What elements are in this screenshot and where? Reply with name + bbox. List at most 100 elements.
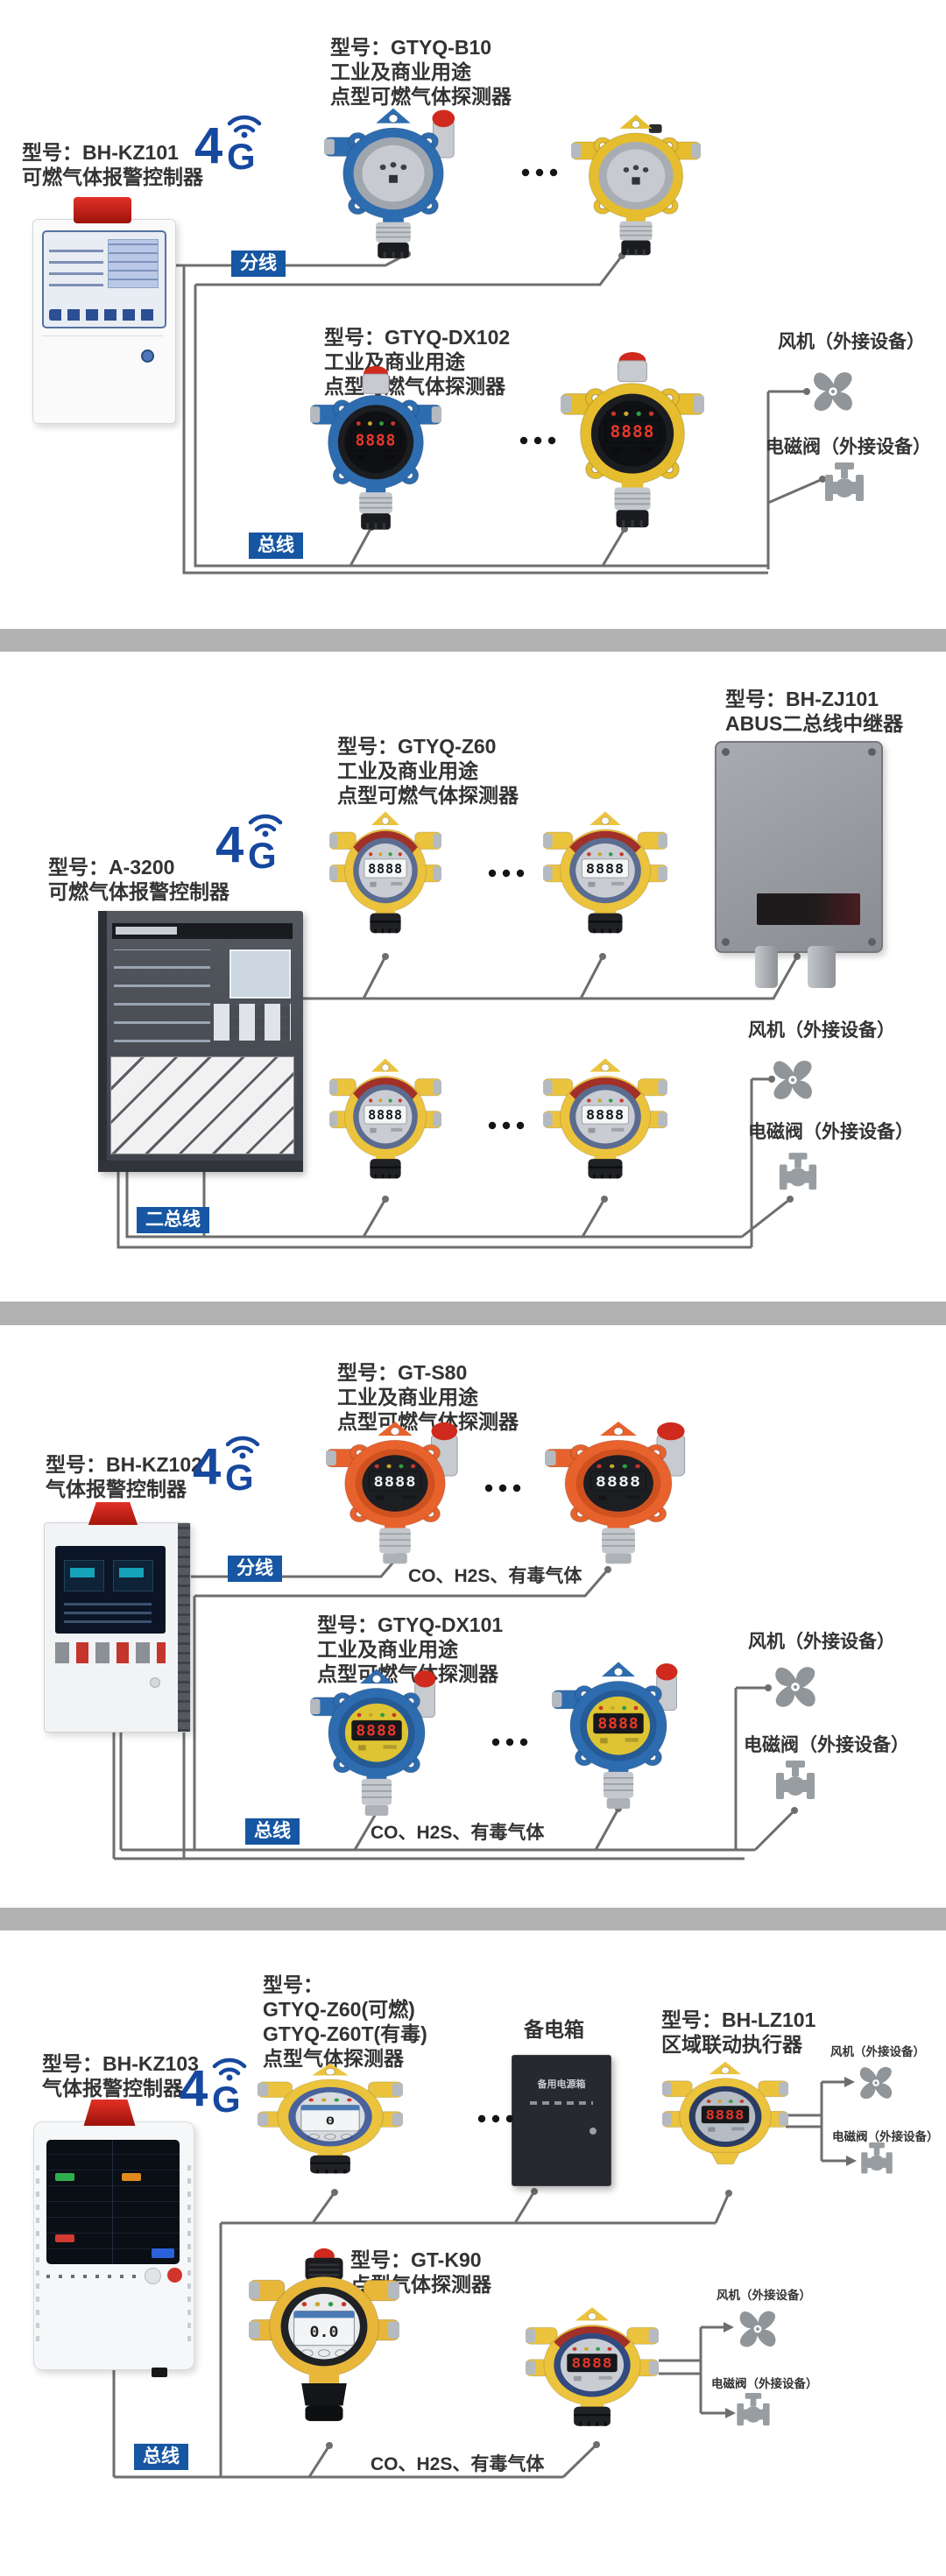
- status-rows: [64, 1600, 152, 1623]
- gauge-readout: [70, 1568, 95, 1577]
- side-strip: [98, 911, 107, 1172]
- backup-power-box: 备用电源箱: [512, 2055, 611, 2186]
- fan-icon: [859, 2066, 893, 2100]
- fan-label-4b: 风机（外接设备）: [717, 2289, 811, 2302]
- touch-screen: [55, 1546, 166, 1634]
- detector-gt-k90: 0.0: [248, 2244, 400, 2426]
- lcd-screen: [108, 239, 159, 288]
- svg-text:8888: 8888: [373, 1474, 416, 1490]
- controller-title-bh-kz102: 型号：BH-KZ102 气体报警控制器: [46, 1453, 202, 1500]
- mute-button: [145, 2268, 161, 2284]
- louver-side: [178, 1523, 190, 1732]
- header-bar: [112, 923, 293, 939]
- svg-text:8888: 8888: [571, 2356, 612, 2371]
- gas-type-note-4: CO、H2S、有毒气体: [371, 2454, 545, 2474]
- detector-gtyq-z60-3: 8888: [328, 1049, 442, 1198]
- g4-icon-3: 4 G: [193, 1436, 272, 1498]
- ellipsis-dots: [484, 1484, 521, 1493]
- door-seam: [42, 335, 163, 336]
- solenoid-valve-icon: [776, 1761, 815, 1799]
- button-row: [55, 1642, 166, 1663]
- svg-text:8888: 8888: [706, 2107, 745, 2122]
- solenoid-valve-icon: [779, 1153, 817, 1190]
- svg-text:8888: 8888: [597, 1716, 639, 1733]
- screw: [868, 938, 876, 946]
- section-divider-1: [0, 629, 946, 652]
- ellipsis-dots: [488, 1121, 525, 1130]
- g4-icon-4: 4 G: [180, 2057, 258, 2120]
- section-divider-3: [0, 1908, 946, 1930]
- svg-text:8888: 8888: [356, 433, 397, 450]
- fan-icon: [814, 372, 852, 411]
- g4-waves-icon: [227, 115, 262, 138]
- svg-text:0.0: 0.0: [309, 2325, 338, 2341]
- vent-dots-right: [187, 2157, 191, 2341]
- repeater-bh-zj101: [715, 741, 883, 953]
- model-title-gtyq-dx101: 型号：GTYQ-DX101 工业及商业用途 点型可燃气体探测器: [317, 1613, 504, 1685]
- cable-gland: [808, 946, 836, 988]
- controller-bh-kz101: [32, 197, 176, 424]
- controller-bh-kz102: [44, 1502, 191, 1733]
- g4-icon-2: 4 G: [215, 814, 294, 876]
- button-grid: [214, 1004, 291, 1041]
- svg-text:8888: 8888: [368, 861, 403, 877]
- ellipsis-dots: [477, 2114, 514, 2123]
- screw: [722, 748, 730, 756]
- gas-type-note-3b: CO、H2S、有毒气体: [371, 1823, 545, 1843]
- detector-gtyq-z60t: 8888: [525, 2298, 660, 2445]
- gauge-readout: [119, 1568, 144, 1577]
- gauge-2: [113, 1560, 153, 1591]
- striped-door: [110, 1056, 294, 1154]
- fan-icon: [775, 1667, 815, 1707]
- controller-title-bh-kz103: 型号：BH-KZ103 气体报警控制器: [42, 2052, 199, 2100]
- brand-chip: [116, 927, 177, 935]
- button-row: [49, 309, 159, 321]
- bus-label-branch-1: 分线: [231, 251, 286, 277]
- bus-label-bus-1: 总线: [249, 533, 303, 559]
- cable-gland: [755, 946, 778, 988]
- g4-icon-1: 4 G: [194, 115, 273, 177]
- ellipsis-dots: [488, 869, 525, 878]
- detector-gtyq-dx101-2: 8888: [551, 1652, 685, 1815]
- fan-label-3: 风机（外接设备）: [748, 1632, 895, 1652]
- keyhole: [589, 2128, 597, 2135]
- valve-label-4a: 电磁阀（外接设备）: [832, 2130, 939, 2143]
- detector-gtyq-z60-2: 8888: [542, 802, 668, 953]
- detector-gtyq-z60-lcd: 0: [257, 2055, 404, 2191]
- model-title-gtyq-dx102: 型号：GTYQ-DX102 工业及商业用途 点型可燃气体探测器: [324, 326, 511, 398]
- fan-icon: [773, 1061, 812, 1099]
- controller-face: [42, 230, 166, 328]
- detector-gt-s80-2: 8888: [544, 1412, 692, 1570]
- backup-box-title: 备电箱: [524, 2018, 584, 2041]
- solenoid-valve-icon: [825, 462, 864, 501]
- detector-gtyq-b10-2: [570, 105, 702, 261]
- detector-gtyq-b10-1: [323, 98, 462, 265]
- g4-waves-icon: [212, 2057, 247, 2081]
- base-bar: [98, 1161, 303, 1172]
- model-title-gtyq-z60: 型号：GTYQ-Z60 工业及商业用途 点型可燃气体探测器: [337, 735, 519, 807]
- keyhole: [141, 349, 154, 363]
- solenoid-valve-icon: [861, 2142, 893, 2174]
- model-title-gt-s80: 型号：GT-S80 工业及商业用途 点型可燃气体探测器: [337, 1361, 519, 1433]
- status-badge-blue: [152, 2248, 174, 2258]
- screw: [722, 938, 730, 946]
- valve-label-1: 电磁阀（外接设备）: [766, 437, 931, 457]
- indicator-window: [757, 893, 860, 925]
- fan-label-1: 风机（外接设备）: [778, 332, 925, 352]
- keyhole: [150, 1677, 160, 1688]
- detector-gtyq-dx102-2: 8888: [560, 350, 705, 534]
- bus-label-bus-4: 总线: [134, 2444, 188, 2470]
- controller-bh-kz103: [33, 2100, 194, 2377]
- svg-text:8888: 8888: [596, 1474, 641, 1491]
- indicator-rows: [49, 241, 103, 286]
- bus-label-bus-3: 总线: [245, 1818, 300, 1845]
- model-title-gtyq-b10: 型号：GTYQ-B10 工业及商业用途 点型可燃气体探测器: [330, 36, 512, 108]
- gas-type-note-3a: CO、H2S、有毒气体: [408, 1566, 582, 1586]
- screw: [868, 748, 876, 756]
- svg-text:8888: 8888: [586, 1107, 625, 1123]
- controller-title-a3200: 型号：A-3200 可燃气体报警控制器: [48, 856, 229, 903]
- controller-title-bh-kz101: 型号：BH-KZ101 可燃气体报警控制器: [22, 141, 203, 188]
- terminal-row: [530, 2101, 593, 2105]
